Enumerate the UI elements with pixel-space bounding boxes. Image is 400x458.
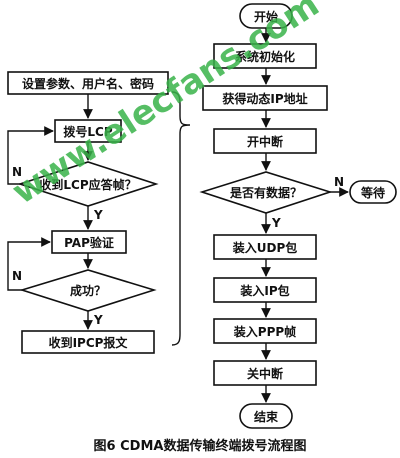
pack-ip-label: 装入IP包 [239, 283, 289, 298]
decision-lcp-label: 收到LCP应答帧？ [39, 177, 136, 192]
figure-caption: 图6 CDMA数据传输终端拨号流程图 [94, 438, 307, 454]
end-terminal [239, 403, 293, 429]
enable-interrupt-label: 开中断 [247, 134, 283, 149]
decision-success-label: 成功？ [70, 283, 106, 298]
decision-data-label: 是否有数据？ [229, 185, 302, 200]
pap-verify-label: PAP验证 [64, 235, 114, 250]
system-init-label: 系统初始化 [235, 49, 295, 64]
detail-brace [171, 91, 191, 346]
decision-lcp-diamond [17, 161, 159, 207]
label-n2: N [12, 269, 22, 283]
label-n1: N [12, 165, 22, 179]
loop-lcp-no [7, 126, 54, 185]
right-flow: 开始 系统初始化 获得动态IP地址 开中断 是否有数据？ N 等待 Y 装入UD… [199, 3, 397, 429]
pack-ppp-box [213, 318, 317, 344]
end-label: 结束 [254, 409, 279, 424]
pap-verify-box [51, 230, 127, 254]
get-dynamic-ip-label: 获得动态IP地址 [221, 91, 307, 106]
decision-success-diamond [19, 269, 157, 312]
disable-interrupt-box [213, 360, 317, 386]
system-init-box [213, 43, 317, 69]
pack-ip-box [213, 277, 317, 303]
start-label: 开始 [254, 9, 278, 24]
get-dynamic-ip-box [202, 85, 328, 111]
pack-udp-label: 装入UDP包 [232, 240, 298, 255]
enable-interrupt-box [213, 128, 317, 154]
label-y1: Y [93, 208, 103, 222]
wait-terminal [349, 180, 397, 204]
label-y-data: Y [271, 216, 281, 230]
ipcp-received-label: 收到IPCP报文 [49, 335, 129, 350]
wait-label: 等待 [360, 185, 385, 200]
disable-interrupt-label: 关中断 [247, 366, 283, 381]
left-flow: 设置参数、用户名、密码 拨号LCP 收到LCP应答帧？ N Y PAP验证 成功… [7, 71, 169, 354]
dial-lcp-label: 拨号LCP [63, 124, 112, 139]
label-y2: Y [93, 313, 103, 327]
header-params-label: 设置参数、用户名、密码 [22, 76, 154, 91]
loop-success-no [7, 237, 51, 291]
pack-udp-box [213, 234, 317, 260]
ipcp-received-box [21, 330, 155, 354]
label-n-data: N [334, 175, 344, 189]
pack-ppp-label: 装入PPP帧 [233, 324, 296, 339]
